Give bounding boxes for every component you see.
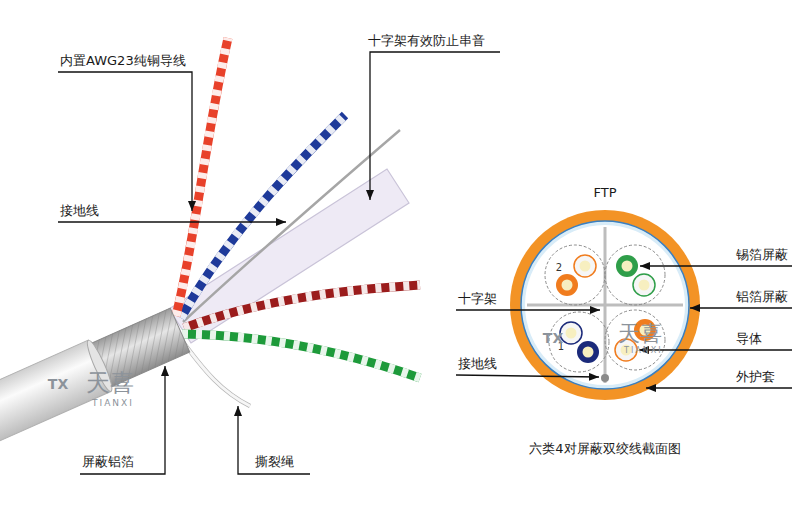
conductor bbox=[577, 341, 599, 363]
watermark: TIANXI bbox=[92, 398, 134, 409]
rip-cord-outline bbox=[180, 338, 250, 406]
leader-line bbox=[58, 221, 286, 222]
watermark: TX bbox=[543, 329, 563, 347]
twisted-pair-stripe bbox=[176, 38, 228, 316]
watermark: TX bbox=[48, 375, 68, 393]
leader-line bbox=[640, 265, 792, 266]
cross-section bbox=[510, 210, 700, 400]
part-label: 内置AWG23纯铜导线 bbox=[60, 53, 186, 69]
twisted-pair-stripe bbox=[184, 285, 420, 328]
part-label: 接地线 bbox=[458, 356, 497, 372]
part-label: 外护套 bbox=[736, 369, 775, 385]
part-label: 接地线 bbox=[60, 203, 99, 219]
tin-foil-shield bbox=[605, 310, 665, 370]
twisted-pair bbox=[182, 334, 420, 378]
watermark: 天喜 bbox=[86, 368, 134, 398]
outer-jacket bbox=[510, 210, 700, 400]
cable-body bbox=[0, 304, 191, 453]
copper bbox=[562, 280, 573, 291]
figure-title: FTP bbox=[593, 185, 616, 201]
part-label: 十字架 bbox=[458, 291, 497, 307]
twisted-pair bbox=[176, 38, 228, 316]
watermark: 天喜 bbox=[618, 320, 662, 348]
copper bbox=[639, 280, 650, 291]
figure-caption: 六类4对屏蔽双绞线截面图 bbox=[529, 441, 680, 457]
conductor bbox=[574, 255, 596, 277]
foil-ring bbox=[521, 221, 689, 389]
leader-line bbox=[456, 309, 600, 310]
part-label: 导体 bbox=[736, 331, 762, 347]
part-label: 铝箔屏蔽 bbox=[736, 289, 788, 305]
copper bbox=[566, 328, 577, 339]
part-label: 锡箔屏蔽 bbox=[736, 247, 788, 263]
leader-lines bbox=[58, 52, 792, 474]
twisted-pair-stripe bbox=[182, 334, 420, 378]
leader-line bbox=[646, 387, 792, 388]
conductor bbox=[616, 255, 638, 277]
conductor bbox=[633, 274, 655, 296]
part-label: 撕裂绳 bbox=[255, 454, 294, 470]
copper bbox=[583, 347, 594, 358]
conductor bbox=[556, 274, 578, 296]
part-label: 十字架有效防止串音 bbox=[368, 33, 485, 49]
tin-foil-shield bbox=[545, 245, 605, 305]
leader-line bbox=[690, 307, 792, 308]
rip-cord bbox=[180, 338, 250, 406]
leader-line bbox=[80, 366, 165, 474]
twisted-pair bbox=[184, 285, 420, 328]
ground-wire-section bbox=[601, 374, 609, 382]
leader-line bbox=[456, 375, 599, 377]
leader-line bbox=[370, 52, 500, 200]
core bbox=[525, 225, 685, 385]
leader-line bbox=[238, 406, 310, 474]
cross-arm bbox=[604, 227, 607, 383]
leader-line bbox=[58, 72, 192, 211]
callout-number: 2 bbox=[556, 261, 562, 274]
copper bbox=[622, 261, 633, 272]
part-label: 屏蔽铝箔 bbox=[82, 454, 134, 470]
copper bbox=[580, 261, 591, 272]
tin-foil-shield bbox=[605, 245, 665, 305]
watermark: TIANXI bbox=[624, 346, 663, 356]
